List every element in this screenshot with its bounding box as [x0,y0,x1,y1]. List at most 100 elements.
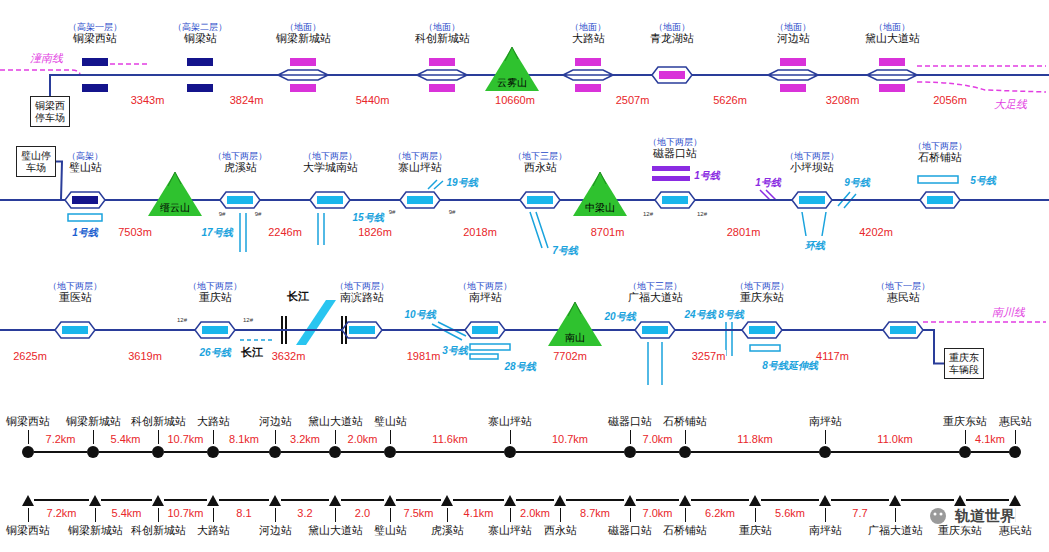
station-triangle: 惠民站 [1009,495,1021,506]
station-triangle-shape [89,495,101,506]
station-name: 南坪站 [458,291,512,304]
platform-bar [780,84,806,92]
station-circle: 石桥铺站 [679,446,691,458]
route-line [691,499,749,501]
station-name: 寨山坪站 [393,161,447,174]
route-line [99,451,152,453]
station-caption: （地面）黛山大道站 [865,23,920,45]
station-triangle-shape [554,495,566,506]
track-line [692,74,768,76]
route-line [396,499,441,501]
station-platform: （地下三层）西永站 [520,189,560,211]
platform-bar [780,58,806,66]
station-caption: 璧山站 [374,524,407,537]
route-line [761,499,819,501]
station-tick [335,430,336,444]
station-level: （高架一层） [68,23,122,33]
route-line [341,451,384,453]
track-line [260,199,310,201]
station-track [465,322,505,338]
track-line [328,74,417,76]
station-triangle: 重庆站 [749,495,761,506]
station-platform-shape [65,189,105,211]
route-line [691,451,819,453]
station-name: 虎溪站 [213,161,267,174]
transfer-platform [470,354,498,359]
station-caption: （地面）河边站 [775,23,811,45]
platform-bar [317,196,343,204]
platform-bar [82,58,108,66]
station-track [55,322,95,338]
distance-label: 3.2km [289,433,321,445]
ground-station-shape [867,58,917,92]
station-caption: 铜梁西站 [6,524,50,537]
station-name: 璧山站 [67,161,103,174]
station-name: 大路站 [197,415,230,428]
distance-label: 7.0km [642,507,674,519]
station-name: 大路站 [570,32,606,45]
triangle-marker [819,495,831,506]
platform-bar [407,196,433,204]
branch-line [923,321,1046,323]
station-tick [560,508,561,522]
route-line [219,499,269,501]
station-triangle-shape [1009,495,1021,506]
transfer-platform [470,344,510,350]
platform-bar [879,58,905,66]
station-name: 惠民站 [999,415,1032,428]
station-caption: （地下两层）南坪站 [458,282,512,304]
station-name: 石桥铺站 [663,524,707,537]
station-level: （地下两层） [213,152,267,162]
station-triangle-shape [819,495,831,506]
station-triangle-shape [749,495,761,506]
station-tick [825,430,826,444]
ground-station: （地面）黛山大道站 [867,58,917,92]
station-track [185,74,215,76]
track-line [235,329,342,331]
station-level: （高架二层） [173,23,227,33]
mountain-name: 南山 [564,332,586,344]
station-caption: （地面）科创新城站 [415,23,470,45]
station-platform-shape [220,189,260,211]
station-level: （地下两层） [648,138,702,148]
platform-bar [227,196,253,204]
station-name: 寨山坪站 [488,524,532,537]
distance-label: 5440m [355,94,391,106]
station-name: 科创新城站 [131,415,186,428]
station-name: 大路站 [197,524,230,537]
station-platform: （地下一层）惠民站 [883,319,923,341]
track-line [440,199,520,201]
station-platform-shape [742,319,782,341]
distance-label: 4202m [858,226,894,238]
route-line [164,451,207,453]
station-name: 科创新城站 [131,524,186,537]
station-track [520,192,560,208]
station-circle: 重庆东站 [959,446,971,458]
station-level: （地下两层） [188,282,242,292]
platform-bar [662,196,688,204]
station-caption: 惠民站 [999,415,1032,428]
depot-box: 铜梁西停车场 [30,96,70,127]
platform-bar [82,84,108,92]
triangle-marker [1009,495,1021,506]
switch-number: 9# [255,211,262,218]
route-line [453,499,504,501]
station-caption: （地下一层）惠民站 [876,282,930,304]
station-name: 铜梁西站 [6,524,50,537]
distance-label: 7503m [117,226,153,238]
ground-station: （地面）铜梁新城站 [278,58,328,92]
station-track [195,322,235,338]
platform-bar [575,58,601,66]
transfer-line-name: 20号线 [604,311,635,322]
track-line [0,75,1049,200]
distance-label: 10.7km [551,433,589,445]
station-tick [510,508,511,522]
station-triangle: 大路站 [207,495,219,506]
triangle-marker [554,495,566,506]
station-track [563,70,613,80]
station-caption: （高架）璧山站 [67,152,103,174]
station-caption: （地下两层）南滨路站 [335,282,389,304]
transfer-line-name: 17号线 [201,227,232,238]
route-line [281,499,329,501]
transfer-line-name: 8号线 [718,309,744,320]
